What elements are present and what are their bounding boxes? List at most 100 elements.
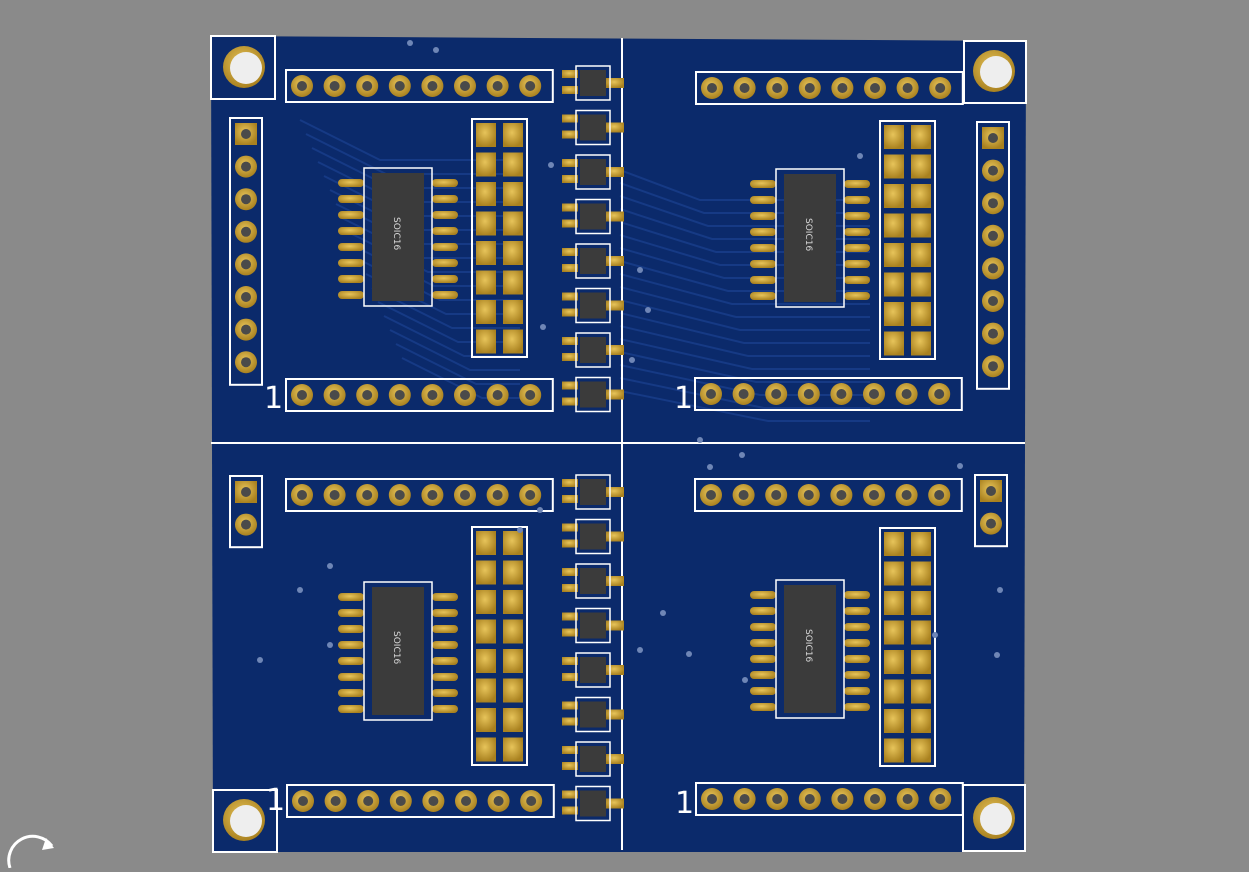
via [994,652,1000,658]
soic16-bottom-right-silk [775,579,845,719]
sot23-top-pad [606,389,624,400]
soic16-bottom-left-pad [432,673,458,681]
soic16-top-right-pad [750,292,776,300]
sot23-bottom-pad [562,568,578,576]
header-bottom-left-upper-hole [492,490,503,500]
header-top-right-upper-hole [739,83,750,93]
mount-hole [980,803,1012,835]
sot23-top-pad [562,86,578,94]
soic16-top-left-pad [338,227,364,235]
sot23-top-pad [562,353,578,361]
resistor-array-top-left-pad [503,182,523,206]
header-top-left-lower-hole [394,390,405,400]
resistor-array-bottom-right-pad [911,620,931,645]
header-top-right-upper-hole [902,83,913,93]
soic16-bottom-left-pad [432,705,458,713]
sot23-bottom-silk [575,652,611,688]
soic16-top-right-pad [844,260,870,268]
resistor-array-bottom-right-pad [884,591,904,615]
via [548,162,554,168]
resistor-array-bottom-left-pad [476,619,496,644]
header-top-right-lower-hole [934,389,945,399]
sot23-bottom-silk [575,474,611,510]
resistor-array-bottom-right-pad [884,532,904,556]
header-top-left-lower-hole [329,390,340,400]
sot23-bottom-pad [562,762,578,770]
mount-hole [230,805,262,837]
header-bottom-right-upper-hole [771,490,782,500]
trace [619,390,870,422]
header-top-left-side-hole [241,292,251,302]
header-top-right-side-hole [988,165,998,176]
header-top-right-upper-hole [935,83,946,93]
header-top-left-upper-outline [285,69,554,103]
sot23-bottom-pad [606,576,624,586]
via [997,587,1003,593]
resistor-array-top-left-pad [476,329,496,354]
header-bottom-right-upper-hole [901,490,912,500]
resistor-array-top-right-pad [911,125,931,149]
trace [395,343,520,385]
soic16-top-right-pad [750,180,776,188]
resistor-array-bottom-left-pad [503,619,523,644]
header-top-left-upper-hole [525,81,536,91]
sot23-bottom-pad [606,798,624,809]
rotate-icon[interactable] [2,828,62,869]
resistor-array-bottom-left-pad [476,737,496,762]
header-bottom-left-upper-hole [427,490,438,500]
resistor-array-top-right-pad [884,184,904,208]
via [517,527,523,533]
header-top-right-side-hole [988,230,998,241]
soic16-bottom-left-pad [338,609,364,617]
sot23-top-body [580,381,606,408]
header-bottom-right-upper-hole [869,490,879,500]
via [297,587,303,593]
sot23-bottom-pad [562,746,578,754]
header-bottom-left-lower-hole [363,796,374,806]
sot23-bottom-silk [575,518,611,555]
sot23-bottom-silk [575,785,611,822]
header-top-left-lower-hole [525,390,536,400]
header-bottom-right-side-outline [974,474,1008,548]
header-bottom-left-lower-hole [461,796,471,806]
soic16-bottom-right-pad [750,607,776,615]
sot23-bottom-pad [606,487,624,497]
soic16-bottom-right-pad [750,639,776,647]
soic16-bottom-left-pad [338,689,364,697]
trace [377,301,520,343]
pin1-marker-bottom-right: 1 [675,786,694,821]
sot23-top-pad [562,264,578,272]
resistor-array-bottom-right-pad [911,591,931,615]
header-top-right-upper-hole [870,83,880,93]
sot23-top-pad [562,70,578,78]
via [957,463,963,469]
soic16-top-left-pad [432,227,458,235]
header-bottom-left-side-outline [229,475,263,549]
trace [371,287,520,329]
mount-hole [980,56,1012,88]
soic16-top-left-label: SOIC16 [391,217,401,250]
via [637,647,643,653]
soic16-bottom-left-pad [338,705,364,713]
sot23-top-silk [575,65,611,101]
soic16-top-right-label: SOIC16 [803,218,813,251]
sot23-bottom-pad [562,539,578,548]
header-bottom-right-lower-hole [707,794,717,804]
sot23-bottom-pad [562,628,578,637]
sot23-top-body [580,70,606,96]
sot23-top-silk [575,376,611,413]
sot23-top-silk [575,109,611,146]
soic16-bottom-left-pad [432,641,458,649]
resistor-array-top-right-pad [911,272,931,297]
header-top-right-lower-hole [869,389,879,399]
header-bottom-left-side-hole [241,519,251,530]
header-bottom-right-lower-hole [935,794,946,804]
resistor-array-top-left-outline [471,118,528,358]
soic16-top-right-pad [844,228,870,236]
resistor-array-top-right-pad [911,302,931,326]
resistor-array-bottom-left-pad [476,649,496,673]
header-top-right-lower-hole [706,389,716,399]
soic16-top-right-pad [844,244,870,252]
